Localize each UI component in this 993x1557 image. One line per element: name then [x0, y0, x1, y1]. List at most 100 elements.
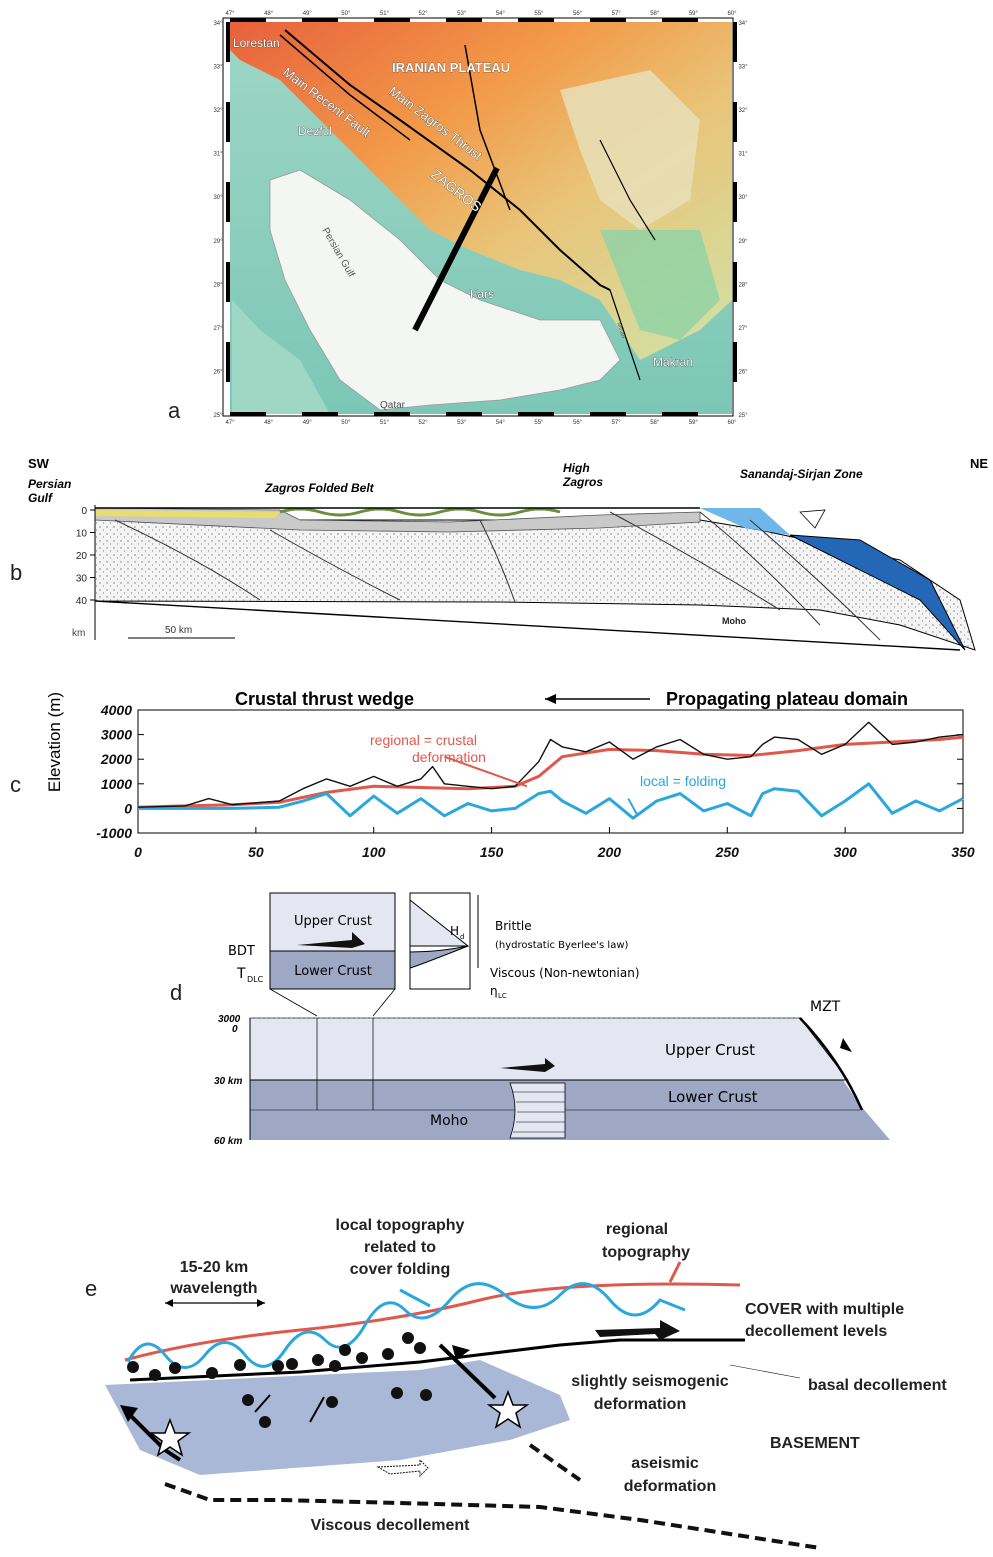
cover-label-1: COVER with multiple	[745, 1301, 904, 1318]
lon-tick-top: 59°	[689, 11, 699, 17]
lat-tick-left: 27°	[213, 326, 223, 332]
ssz-unit-dark	[789, 534, 966, 651]
y3000-label: 3000	[218, 1014, 241, 1025]
fars-label: Fars	[470, 287, 494, 301]
basal-pointer	[729, 1364, 801, 1379]
basement-label: BASEMENT	[770, 1435, 860, 1452]
lon-tick-bottom: 54°	[496, 420, 506, 426]
focal-line-2	[309, 1396, 325, 1423]
regional-series	[137, 735, 964, 809]
x-tick-label: 100	[362, 844, 386, 860]
high-zagros-label-1: High	[563, 461, 590, 475]
lon-tick-top: 53°	[457, 11, 467, 17]
depth-tick-label: 40	[76, 596, 88, 607]
lon-tick-labels-top: 47°48°49°50°51°52°53°54°55°56°57°58°59°6…	[225, 11, 737, 17]
iranian-plateau-label: IRANIAN PLATEAU	[392, 60, 510, 75]
basement-wedge	[105, 1360, 570, 1475]
local-folding-line	[126, 1282, 686, 1369]
viscous-decollement-label: Viscous decollement	[311, 1517, 471, 1534]
viscous-label: Viscous (Non-newtonian)	[490, 966, 640, 980]
regional-topography-line	[124, 1282, 741, 1362]
viscous-profile-hatches	[513, 1091, 565, 1133]
upper-crust-label: Upper Crust	[665, 1041, 755, 1059]
lon-tick-bottom: 60°	[727, 420, 737, 426]
lat-tick-right: 28°	[738, 282, 748, 288]
lat-tick-left: 31°	[213, 152, 223, 158]
lat-tick-right: 27°	[738, 326, 748, 332]
depth-tick-label: 10	[76, 529, 88, 540]
earthquake-star-right	[486, 1389, 530, 1429]
lat-tick-left: 29°	[213, 239, 223, 245]
persian-gulf-water	[269, 169, 621, 411]
regional-pointer	[668, 1261, 682, 1283]
panel-e-sketch: e 15-20 km wav	[85, 1217, 947, 1550]
folded-layers	[279, 507, 561, 517]
x-tick-label: 150	[480, 844, 504, 860]
strike-slip-fault-1	[464, 44, 511, 211]
sw-label: SW	[28, 456, 50, 471]
x-tick-label: 250	[715, 844, 740, 860]
ne-label: NE	[970, 456, 988, 471]
x-tick-label: 300	[833, 844, 857, 860]
model-shear-arrow	[500, 1058, 555, 1072]
focal-line-1	[254, 1394, 271, 1413]
panel-a-map: 47°48°49°50°51°52°53°54°55°56°57°58°59°6…	[168, 11, 748, 426]
main-zagros-thrust-line	[284, 29, 611, 291]
lon-tick-top: 55°	[534, 11, 544, 17]
moho-label: Moho	[722, 616, 746, 626]
lat-tick-right: 25°	[738, 413, 748, 419]
y-tick-label: 2000	[100, 751, 132, 767]
aseismic-label-1: aseismic	[631, 1455, 699, 1472]
x-tick-label: 350	[951, 844, 975, 860]
aseismic-label-2: deformation	[624, 1478, 716, 1495]
persian-gulf-label-1: Persian	[28, 477, 71, 491]
inset-upper-label: Upper Crust	[294, 914, 372, 929]
panel-b-letter: b	[10, 560, 22, 585]
makran-label: Makran	[653, 355, 693, 369]
lon-tick-top: 48°	[264, 11, 274, 17]
plot-frame	[137, 709, 964, 834]
local-pointer	[399, 1288, 431, 1308]
strike-slip-fault-2	[599, 139, 656, 241]
eta-sub: LC	[498, 992, 507, 1000]
regional-topo-label-2: topography	[602, 1244, 690, 1261]
makran-lowland	[600, 230, 720, 340]
minab-label: Minab	[615, 322, 626, 340]
lon-tick-bottom: 47°	[225, 420, 235, 426]
lon-tick-top: 56°	[573, 11, 583, 17]
tdlc-sub: DLC	[247, 975, 264, 984]
lon-tick-top: 49°	[303, 11, 313, 17]
lat-tick-labels-left: 34°33°32°31°30°29°28°27°26°25°	[213, 21, 223, 419]
panel-b-section: b SW Persian Gulf Zagros Folded Belt Hig…	[10, 456, 988, 651]
lon-tick-bottom: 49°	[303, 420, 313, 426]
lat-tick-right: 29°	[738, 239, 748, 245]
bdt-label: BDT	[228, 944, 255, 959]
basal-decollement-label: basal decollement	[808, 1377, 947, 1394]
panel-c-profile: c Crustal thrust wedge Propagating plate…	[10, 689, 975, 860]
lon-tick-bottom: 52°	[419, 420, 429, 426]
viscous-profile	[509, 1082, 566, 1139]
lat-tick-left: 25°	[213, 413, 223, 419]
y-tick-label: 0	[124, 800, 132, 816]
lon-tick-top: 58°	[650, 11, 660, 17]
basement-thrust-left-arrow	[120, 1405, 138, 1422]
inset-lower-label: Lower Crust	[294, 964, 372, 979]
eta-label: η	[490, 984, 498, 998]
lon-tick-bottom: 59°	[689, 420, 699, 426]
lon-tick-bottom: 48°	[264, 420, 274, 426]
y60-label: 60 km	[214, 1136, 242, 1147]
raw-topography-series	[137, 721, 964, 808]
model-upper-crust	[249, 1017, 849, 1081]
regional-pointer	[444, 755, 528, 788]
central-basin	[560, 70, 700, 230]
lorestan-label: Lorestan	[233, 36, 280, 50]
regional-topo-label-1: regional	[606, 1221, 668, 1238]
lon-tick-bottom: 51°	[380, 420, 390, 426]
crustal-thrusts	[114, 511, 881, 641]
gulf-sediments	[95, 510, 280, 518]
seismogenic-label-2: deformation	[594, 1396, 686, 1413]
mzt-label: MZT	[810, 999, 841, 1015]
